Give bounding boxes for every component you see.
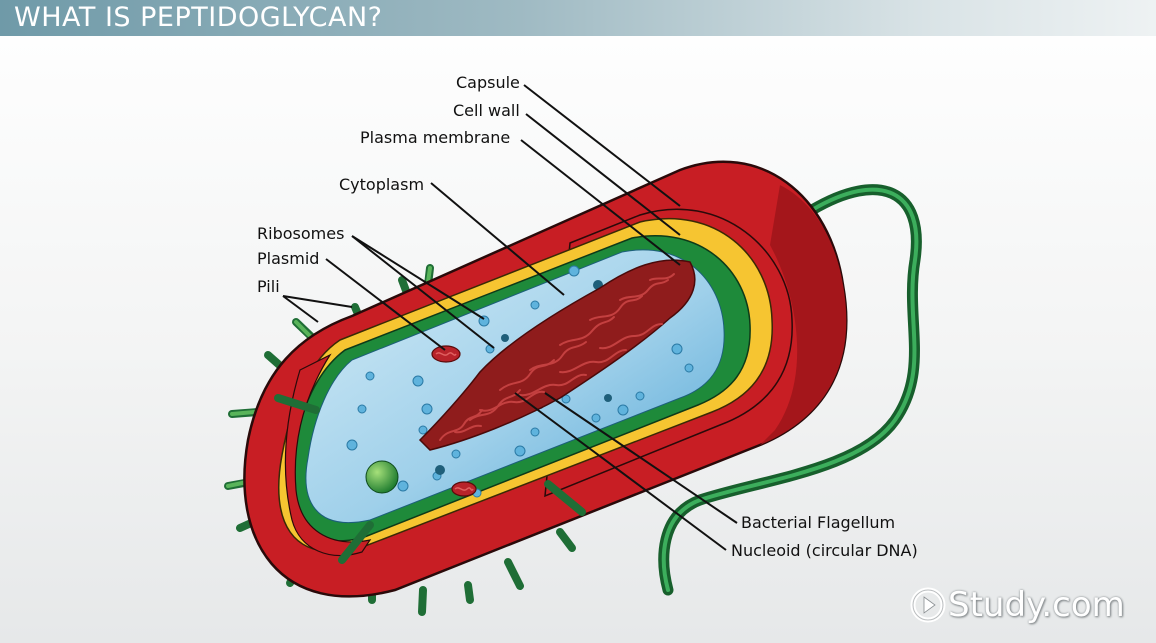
label-capsule: Capsule <box>456 73 520 92</box>
label-cytoplasm: Cytoplasm <box>339 175 424 194</box>
play-circle-icon <box>908 585 948 625</box>
label-pili: Pili <box>257 277 280 296</box>
label-nucleoid: Nucleoid (circular DNA) <box>731 541 918 560</box>
label-flagellum: Bacterial Flagellum <box>741 513 895 532</box>
label-plasma-membrane: Plasma membrane <box>360 128 510 147</box>
granule <box>366 461 398 493</box>
label-ribosomes: Ribosomes <box>257 224 344 243</box>
label-cell-wall: Cell wall <box>453 101 520 120</box>
study-logo: Study.com <box>908 585 1125 625</box>
logo-text: Study.com <box>948 585 1125 625</box>
label-plasmid: Plasmid <box>257 249 319 268</box>
